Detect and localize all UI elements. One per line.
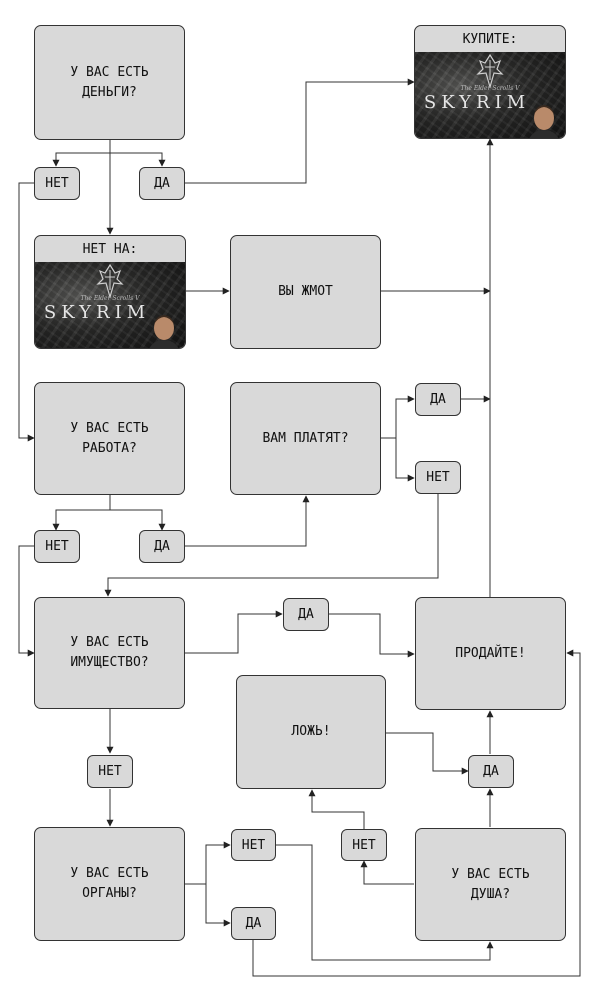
lie-text: ЛОЖЬ! (291, 724, 331, 739)
question-paid-box: ВАМ ПЛАТЯТ? (230, 382, 381, 495)
question-soul-box: У ВАС ЕСТЬ ДУША? (415, 828, 566, 941)
logo-subtitle: The Elder Scrolls V (460, 85, 520, 92)
money-no-label: НЕТ (34, 167, 80, 200)
edge-job-no-to-property (18, 545, 35, 657)
skyrim-banner-image: The Elder Scrolls V SKYRIM (415, 52, 565, 138)
dragon-emblem-icon (476, 54, 504, 88)
question-money-text: У ВАС ЕСТЬ ДЕНЬГИ? (70, 64, 149, 100)
paid-no-label: НЕТ (415, 461, 461, 494)
buy-caption: КУПИТЕ: (462, 31, 518, 47)
logo-subtitle: The Elder Scrolls V (80, 295, 140, 302)
edge-soul-no (360, 860, 414, 885)
edge-organs-no (185, 841, 231, 885)
edge-property-yes-to-sell (328, 613, 415, 658)
question-property-text: У ВАС ЕСТЬ ИМУЩЕСТВО? (70, 635, 149, 670)
question-organs-box: У ВАС ЕСТЬ ОРГАНЫ? (34, 827, 185, 941)
question-job-text: У ВАС ЕСТЬ РАБОТА? (70, 420, 149, 456)
edge-property-yes (185, 610, 283, 654)
person-portrait (149, 315, 179, 348)
soul-no-label: НЕТ (341, 829, 387, 861)
edge-job-no (52, 495, 111, 531)
organs-yes-label: ДА (231, 907, 276, 940)
lie-box: ЛОЖЬ! (236, 675, 386, 789)
edge-organs-no-to-soul (276, 844, 494, 961)
property-yes-label: ДА (283, 598, 329, 631)
question-organs-text: У ВАС ЕСТЬ ОРГАНЫ? (70, 866, 149, 901)
edge-money-no (52, 140, 111, 167)
money-yes-label: ДА (139, 167, 185, 200)
stingy-text: ВЫ ЖМОТ (278, 284, 333, 299)
edge-job-yes-to-paid (184, 495, 310, 547)
job-yes-label: ДА (139, 530, 185, 563)
edge-paid-yes (381, 395, 415, 439)
no-for-box: НЕТ НА: The Elder Scrolls V SKYRIM (34, 235, 186, 349)
question-property-box: У ВАС ЕСТЬ ИМУЩЕСТВО? (34, 597, 185, 709)
paid-yes-label: ДА (415, 383, 461, 416)
skyrim-logo: SKYRIM (423, 92, 531, 113)
sell-text: ПРОДАЙТЕ! (455, 645, 526, 661)
edge-money-yes-to-buy (184, 78, 415, 184)
edge-money-yes (110, 152, 166, 167)
edge-lie-to-yes (386, 732, 469, 775)
question-money-box: У ВАС ЕСТЬ ДЕНЬГИ? (34, 25, 185, 140)
question-job-box: У ВАС ЕСТЬ РАБОТА? (34, 382, 185, 495)
person-portrait (529, 105, 559, 138)
no-for-caption: НЕТ НА: (82, 241, 138, 257)
edge-organs-yes-to-sell (252, 649, 581, 977)
organs-no-label: НЕТ (231, 829, 276, 861)
question-paid-text: ВАМ ПЛАТЯТ? (262, 430, 349, 446)
soul-yes-label: ДА (468, 755, 514, 788)
stingy-box: ВЫ ЖМОТ (230, 235, 381, 349)
sell-box: ПРОДАЙТЕ! (415, 597, 566, 710)
buy-box: КУПИТЕ: The Elder Scrolls V SKYRIM (414, 25, 566, 139)
skyrim-banner-image: The Elder Scrolls V SKYRIM (35, 262, 185, 348)
question-soul-text: У ВАС ЕСТЬ ДУША? (451, 866, 530, 902)
edge-job-yes (110, 509, 166, 531)
skyrim-logo: SKYRIM (43, 302, 151, 323)
edge-soul-no-to-lie (308, 789, 365, 829)
edge-paid-no-to-property (104, 494, 439, 597)
edge-paid-no (395, 438, 415, 482)
job-no-label: НЕТ (34, 530, 80, 563)
dragon-emblem-icon (96, 264, 124, 298)
edge-organs-yes (205, 884, 231, 927)
property-no-label: НЕТ (87, 755, 133, 788)
edge-money-no-to-job (18, 182, 35, 442)
